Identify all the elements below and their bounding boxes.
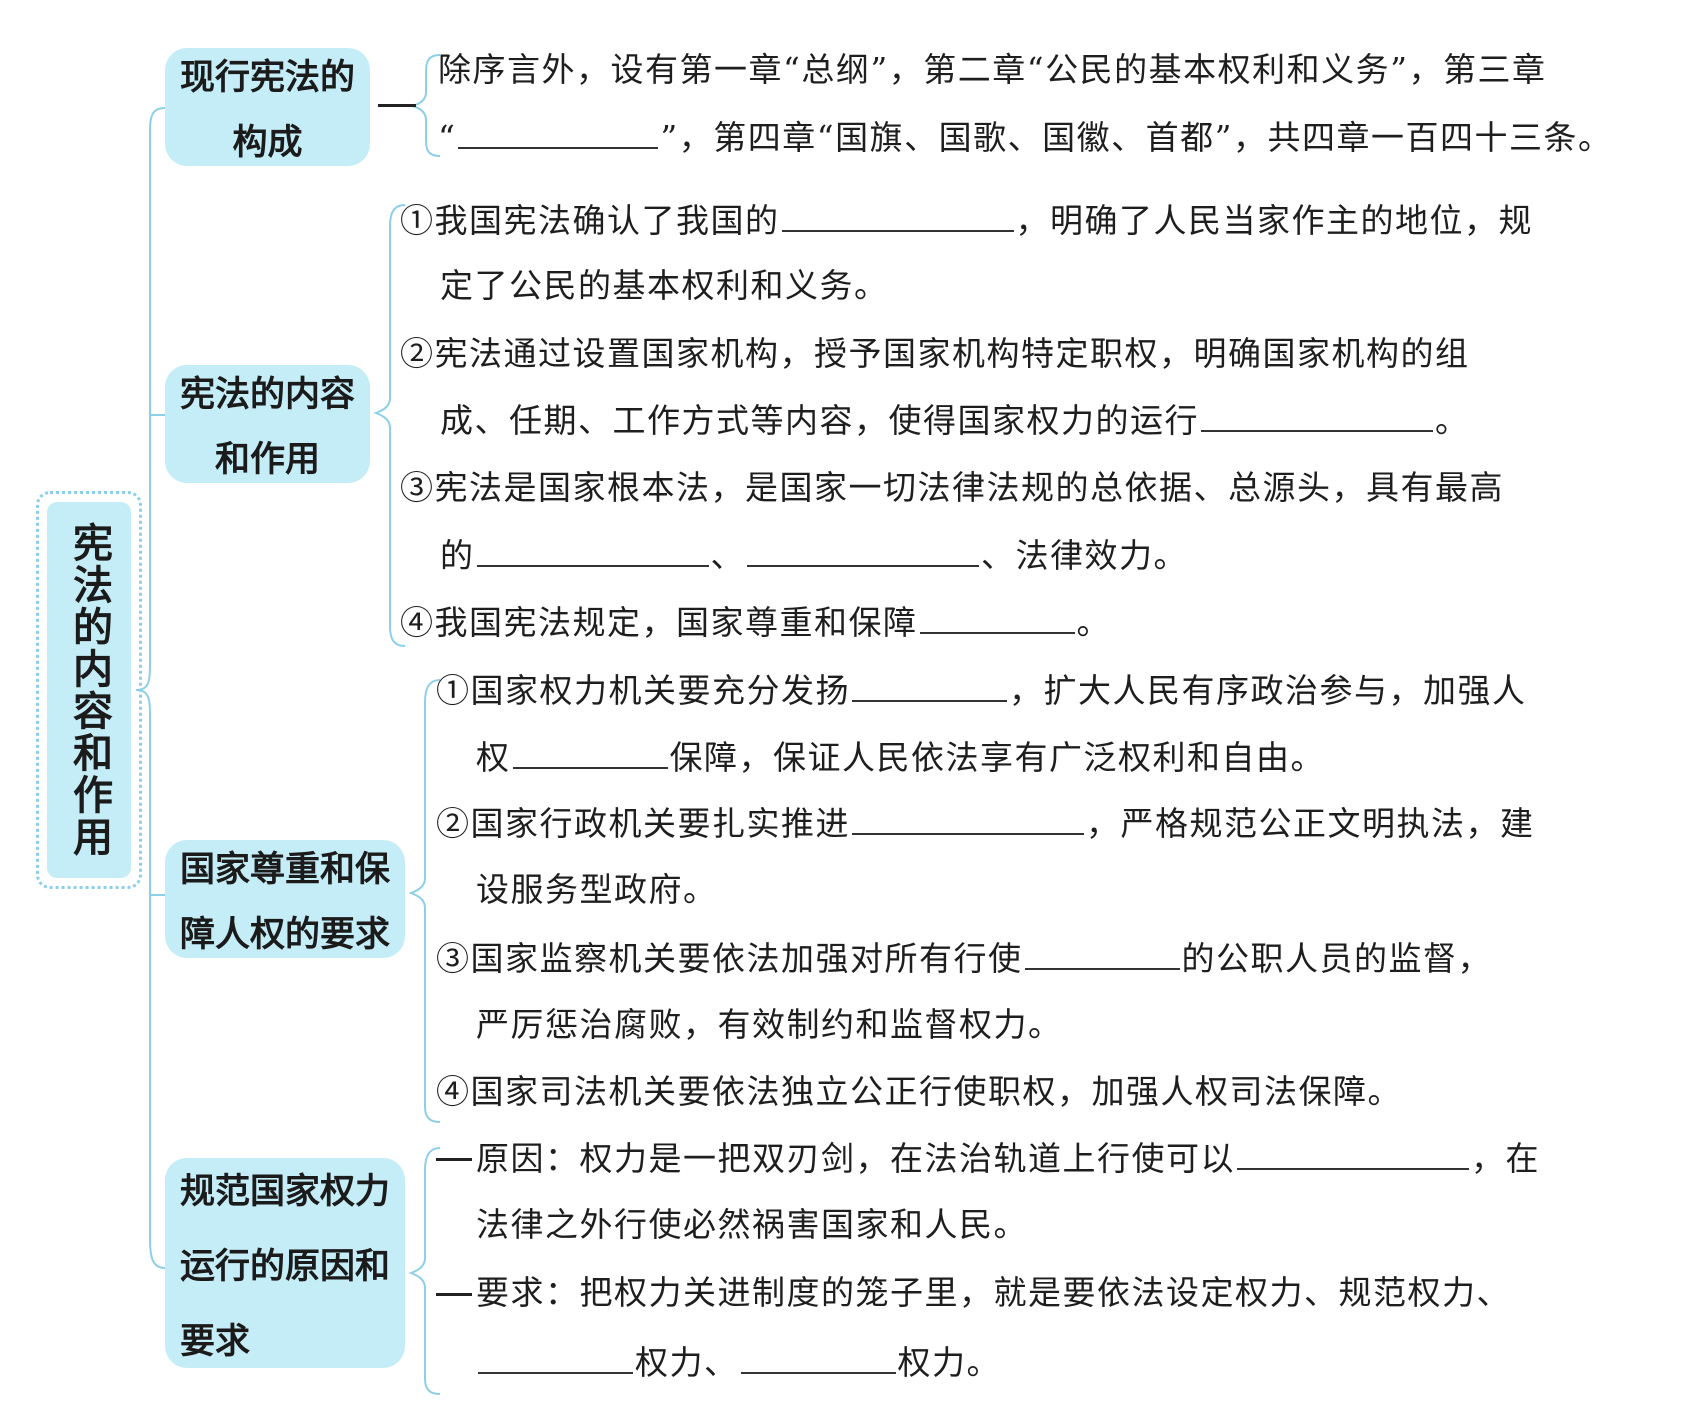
s2-line-7: ④我国宪法规定，国家尊重和保障 。 [400,602,1111,643]
fill-blank[interactable] [1201,400,1433,432]
topic-label-line: 要求 [179,1321,250,1362]
topic-constitution-structure: 现行宪法的 构成 [165,48,370,166]
connector-dash [436,1158,472,1161]
text-run: 要求：把权力关进制度的笼子里，就是要依法设定权力、规范权力、 [476,1273,1511,1312]
text-run: ，严格规范公正文明执法，建 [1086,804,1535,843]
s3-line-4: 设服务型政府。 [476,870,718,910]
topic-label-line: 现行宪法的 [179,58,355,98]
text-run: ，扩大人民有序政治参与，加强人 [1009,671,1527,710]
text-run: 。 [1435,401,1470,440]
topic-label-line: 运行的原因和 [179,1246,390,1287]
text-run: 的 [440,536,475,575]
text-run: ③宪法是国家根本法，是国家一切法律法规的总依据、总源头，具有最高 [400,468,1504,507]
text-run: ④国家司法机关要依法独立公正行使职权，加强人权司法保障。 [436,1072,1402,1111]
text-run: ②宪法通过设置国家机构，授予国家机构特定职权，明确国家机构的组 [400,334,1470,373]
fill-blank[interactable] [1237,1138,1469,1170]
trunk-upper [135,107,166,691]
trunk-lower [135,689,166,1269]
bracket-section4 [408,1147,441,1395]
s2-line-2: 定了公民的基本权利和义务。 [440,266,889,306]
s3-line-2: 权 保障，保证人民依法享有广泛权利和自由。 [476,737,1325,778]
topic-label-line: 障人权的要求 [179,915,390,955]
text-run: 的公职人员的监督， [1181,939,1492,978]
s1-line-2: “ ”，第四章“国旗、国歌、国徽、首都”，共四章一百四十三条。 [438,117,1613,158]
text-run: 严厉惩治腐败，有效制约和监督权力。 [476,1005,1063,1044]
s3-line-5: ③国家监察机关要依法加强对所有行使 的公职人员的监督， [436,938,1492,979]
s1-line-1: 除序言外，设有第一章“总纲”，第二章“公民的基本权利和义务”，第三章 [438,50,1546,90]
topic-human-rights-requirements: 国家尊重和保 障人权的要求 [165,840,405,958]
topic-label-line: 国家尊重和保 [179,850,390,890]
text-run: 成、任期、工作方式等内容，使得国家权力的运行 [440,401,1199,440]
text-run: 定了公民的基本权利和义务。 [440,266,889,305]
text-run: 。 [1076,603,1111,642]
s2-line-5: ③宪法是国家根本法，是国家一切法律法规的总依据、总源头，具有最高 [400,468,1504,508]
s4-line-3: 要求：把权力关进制度的笼子里，就是要依法设定权力、规范权力、 [476,1273,1511,1313]
s3-line-1: ①国家权力机关要充分发扬 ，扩大人民有序政治参与，加强人 [436,670,1527,711]
fill-blank[interactable] [740,1342,896,1374]
connector-dash [436,1293,472,1296]
s2-line-3: ②宪法通过设置国家机构，授予国家机构特定职权，明确国家机构的组 [400,334,1470,374]
s4-line-2: 法律之外行使必然祸害国家和人民。 [476,1205,1028,1245]
text-run: 、 [710,536,745,575]
text-run: ①国家权力机关要充分发扬 [436,671,850,710]
bracket-section1 [411,54,441,157]
s4-line-1: 原因：权力是一把双刃剑，在法治轨道上行使可以 ，在 [476,1138,1540,1179]
text-run: 、法律效力。 [981,536,1188,575]
text-run: 原因：权力是一把双刃剑，在法治轨道上行使可以 [476,1139,1235,1178]
topic-content-and-role: 宪法的内容 和作用 [165,365,370,483]
s2-line-4: 成、任期、工作方式等内容，使得国家权力的运行 。 [440,400,1470,441]
bracket-section3 [408,679,441,1123]
fill-blank[interactable] [458,117,659,149]
root-title: 宪法的内容和作用 [66,522,112,858]
root-fill: 宪法的内容和作用 [47,502,131,878]
text-run: ②国家行政机关要扎实推进 [436,804,850,843]
text-run: ”，第四章“国旗、国歌、国徽、首都”，共四章一百四十三条。 [660,118,1613,157]
text-run: 保障，保证人民依法享有广泛权利和自由。 [669,738,1325,777]
fill-blank[interactable] [476,535,709,567]
topic-label-line: 和作用 [214,440,320,480]
text-run: ③国家监察机关要依法加强对所有行使 [436,939,1023,978]
text-run: ①我国宪法确认了我国的 [400,201,780,240]
fill-blank[interactable] [512,737,668,769]
topic-label-line: 构成 [232,123,303,163]
text-run: 权力。 [897,1343,1001,1382]
fill-blank[interactable] [478,1342,633,1374]
fill-blank[interactable] [1024,938,1180,970]
s2-line-6: 的 、 、法律效力。 [440,535,1188,576]
text-run: 设服务型政府。 [476,870,718,909]
s4-line-4: 权力、 权力。 [476,1342,1001,1383]
topic-label-line: 宪法的内容 [179,375,355,415]
s3-line-3: ②国家行政机关要扎实推进 ，严格规范公正文明执法，建 [436,803,1535,844]
fill-blank[interactable] [781,200,1014,232]
topic-label-line: 规范国家权力 [179,1171,390,1212]
root-node: 宪法的内容和作用 [36,491,142,889]
text-run: ，明确了人民当家作主的地位，规 [1015,201,1533,240]
text-run: 权 [476,738,511,777]
text-run: 法律之外行使必然祸害国家和人民。 [476,1205,1028,1244]
fill-blank[interactable] [919,602,1075,634]
s3-line-6: 严厉惩治腐败，有效制约和监督权力。 [476,1005,1063,1045]
bracket-section2 [373,204,406,647]
s3-line-7: ④国家司法机关要依法独立公正行使职权，加强人权司法保障。 [436,1072,1402,1112]
text-run: ，在 [1471,1139,1540,1178]
topic-regulating-power: 规范国家权力 运行的原因和 要求 [165,1158,405,1368]
fill-blank[interactable] [852,803,1084,835]
connector-dash [378,104,416,107]
text-run: 除序言外，设有第一章“总纲”，第二章“公民的基本权利和义务”，第三章 [438,50,1547,89]
text-run: “ [438,118,457,157]
text-run: 权力、 [635,1343,739,1382]
text-run: ④我国宪法规定，国家尊重和保障 [400,603,918,642]
fill-blank[interactable] [852,670,1007,702]
s2-line-1: ①我国宪法确认了我国的 ，明确了人民当家作主的地位，规 [400,200,1533,241]
fill-blank[interactable] [747,535,979,567]
